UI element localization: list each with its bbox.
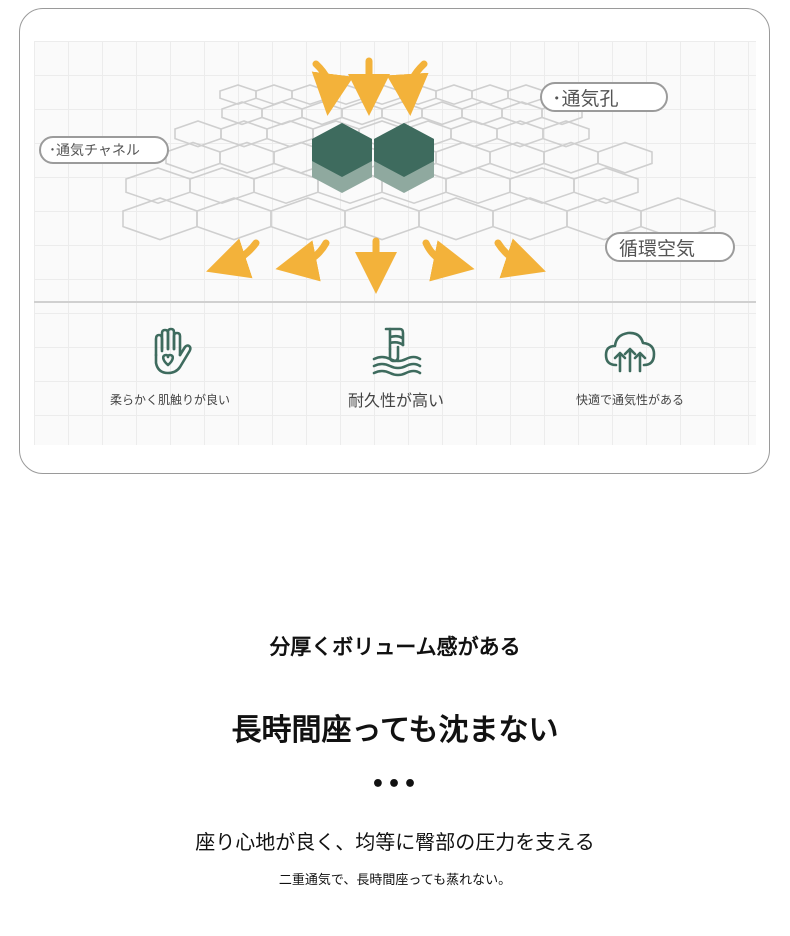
hexagon-cell bbox=[270, 197, 346, 241]
hexagon-cell bbox=[399, 84, 437, 106]
hand-heart-icon bbox=[154, 327, 192, 375]
subheading: 分厚くボリューム感がある bbox=[269, 635, 521, 659]
hexagon-cell bbox=[640, 197, 716, 241]
finger-press-icon bbox=[372, 327, 422, 377]
hexagon-cell bbox=[573, 167, 639, 205]
hexagon-cell bbox=[543, 141, 599, 174]
feature-soft-label: 柔らかく肌触りが良い bbox=[109, 393, 230, 407]
hexagon-cell bbox=[122, 197, 198, 241]
hexagon-cell bbox=[507, 84, 545, 106]
circulating-air-label: 循環空気 bbox=[605, 232, 735, 262]
feature-breathable: 快適で通気性がある bbox=[540, 325, 720, 408]
hexagon-cell bbox=[435, 84, 473, 106]
ventilation-holes-label: ･通気孔 bbox=[540, 82, 668, 112]
feature-card: ･通気孔 ･通気チャネル 循環空気 柔らかく肌触りが良い 耐久性が高い bbox=[19, 8, 770, 474]
hexagon-cell bbox=[461, 101, 503, 126]
hexagon-cell bbox=[165, 141, 221, 174]
outflow-arrows bbox=[206, 237, 546, 294]
hexagon-cell bbox=[291, 84, 329, 106]
hexagon-cell bbox=[450, 120, 498, 148]
main-headline: 長時間座っても沈まない bbox=[231, 713, 559, 748]
hexagon-cell bbox=[492, 197, 568, 241]
air-block bbox=[312, 123, 434, 193]
feature-soft: 柔らかく肌触りが良い bbox=[80, 325, 260, 408]
hexagon-cell bbox=[341, 101, 383, 126]
divider bbox=[34, 301, 756, 303]
hexagon-cell bbox=[509, 167, 575, 205]
hexagon-cell bbox=[344, 197, 420, 241]
inflow-arrows bbox=[311, 57, 429, 116]
ventilation-channel-label: ･通気チャネル bbox=[39, 136, 169, 164]
feature-durable: 耐久性が高い bbox=[306, 325, 486, 411]
cloud-upload-icon bbox=[604, 331, 656, 373]
hexagon-cell bbox=[174, 120, 222, 148]
hexagon-cell bbox=[471, 84, 509, 106]
feature-durable-label: 耐久性が高い bbox=[347, 391, 444, 410]
ventilation-diagram bbox=[122, 57, 716, 294]
hexagon-cell bbox=[219, 141, 275, 174]
hexagon-cell bbox=[219, 84, 257, 106]
note: 二重通気で、長時間座っても蒸れない。 bbox=[278, 873, 512, 888]
hexagon-cell bbox=[435, 141, 491, 174]
hexagon-cell bbox=[266, 120, 314, 148]
hexagon-cell bbox=[489, 141, 545, 174]
hexagon-cell bbox=[196, 197, 272, 241]
hexagon-cell bbox=[597, 141, 653, 174]
hexagon-cell bbox=[542, 120, 590, 148]
dots-separator: ••• bbox=[370, 772, 420, 797]
hexagon-cell bbox=[381, 101, 423, 126]
description: 座り心地が良く、均等に臀部の圧力を支える bbox=[195, 830, 595, 854]
hexagon-cell bbox=[261, 101, 303, 126]
hexagon-cell bbox=[255, 84, 293, 106]
hexagon-cell bbox=[189, 167, 255, 205]
feature-breathable-label: 快適で通気性がある bbox=[575, 393, 684, 407]
hexagon-cell bbox=[418, 197, 494, 241]
